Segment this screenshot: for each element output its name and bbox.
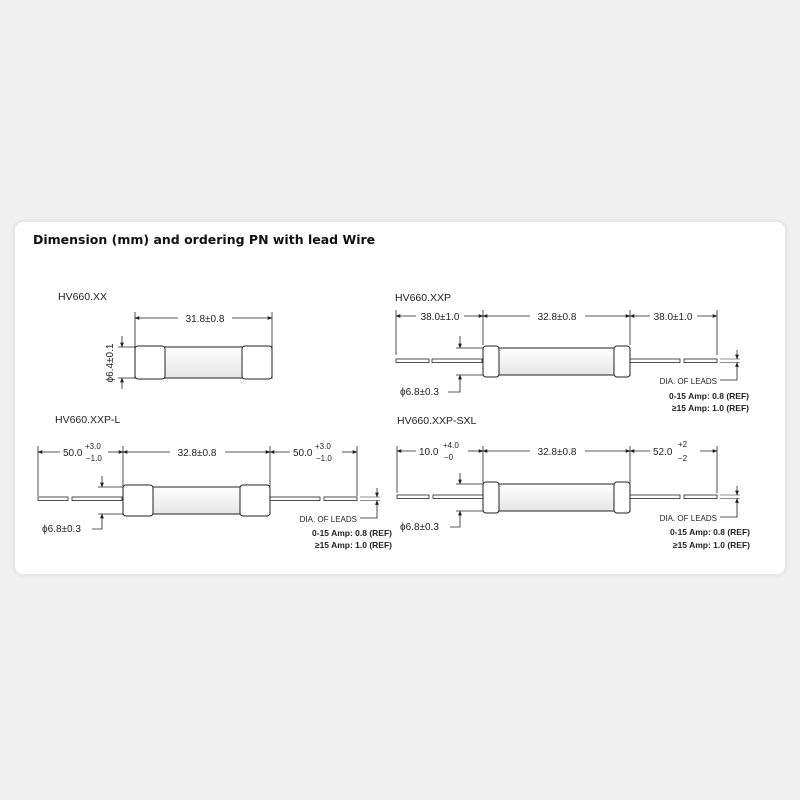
lead-left-plus: +4.0 [443,441,459,450]
diameter-label: ϕ6.8±0.3 [42,524,81,535]
end-cap-right [613,481,631,514]
part-number-label: HV660.XXP [395,292,451,304]
lead-wire-left [396,494,430,499]
end-cap-right [239,484,271,517]
body-length-label: 32.8±0.8 [178,448,217,459]
lead-left-minus: −0 [444,453,454,462]
card-title: Dimension (mm) and ordering PN with lead… [33,232,376,247]
dimension-line [448,374,462,393]
lead-wire-left [395,358,430,363]
lead-note-1: 0-15 Amp: 0.8 (REF) [312,528,392,538]
body-length-label: 32.8±0.8 [538,447,577,458]
end-cap-left [482,481,500,514]
drawing-hv660-xxp: HV660.XXP 38.0±1.0 32.8±0.8 38.0±1.0 ϕ6.… [395,292,749,413]
lead-left-plus: +3.0 [85,442,101,451]
lead-wire-left [37,496,69,501]
end-cap-right [241,345,273,380]
lead-note-title: DIA. OF LEADS [660,377,717,386]
end-cap-right [613,345,631,378]
part-number-label: HV660.XXP-SXL [397,415,477,427]
lead-left-minus: −1.0 [86,454,102,463]
lead-right-plus: +3.0 [315,442,331,451]
lead-wire-right [629,358,681,363]
fuse-body [482,483,631,512]
lead-note-1: 0-15 Amp: 0.8 (REF) [669,391,749,401]
lead-wire-right [683,358,718,363]
lead-left-base: 50.0 [63,448,83,459]
dimension-line [720,362,739,381]
lead-right-label: 38.0±1.0 [654,312,693,323]
lead-wire-right [683,494,718,499]
lead-note-title: DIA. OF LEADS [300,515,357,524]
drawing-hv660-xx: HV660.XX 31.8±0.8 ϕ6.4±0.1 [58,291,273,389]
dimension-line [92,513,104,530]
end-cap-left [122,484,154,517]
lead-right-minus: −1.0 [316,454,332,463]
lead-note-1: 0-15 Amp: 0.8 (REF) [670,527,750,537]
lead-wire-left [71,496,123,501]
lead-right-base: 50.0 [293,448,313,459]
lead-right-plus: +2 [678,440,688,449]
body-length-label: 32.8±0.8 [538,312,577,323]
body-length-label: 31.8±0.8 [186,314,225,325]
end-cap-left [482,345,500,378]
lead-wire-right [629,494,681,499]
diameter-label: ϕ6.8±0.3 [400,522,439,533]
lead-wire-left [431,358,483,363]
part-number-label: HV660.XXP-L [55,414,121,426]
lead-note-2: ≥15 Amp: 1.0 (REF) [673,540,750,550]
lead-left-base: 10.0 [419,447,439,458]
diameter-label: ϕ6.8±0.3 [400,387,439,398]
dimension-line [360,500,379,519]
drawing-hv660-xxp-l: HV660.XXP-L 50.0 +3.0 −1.0 32.8±0.8 50.0… [37,414,392,550]
lead-left-label: 38.0±1.0 [421,312,460,323]
diameter-label: ϕ6.4±0.1 [105,343,116,382]
lead-wire-right [269,496,321,501]
dimension-line [450,510,462,528]
part-number-label: HV660.XX [58,291,107,303]
lead-note-2: ≥15 Amp: 1.0 (REF) [315,540,392,550]
lead-note-2: ≥15 Amp: 1.0 (REF) [672,403,749,413]
dimension-line [720,498,739,518]
lead-right-minus: −2 [678,454,688,463]
lead-wire-right [323,496,358,501]
end-cap-left [134,345,166,380]
lead-note-title: DIA. OF LEADS [660,514,717,523]
drawing-hv660-xxp-sxl: HV660.XXP-SXL 10.0 +4.0 −0 32.8±0.8 52.0… [396,415,750,550]
fuse-body [482,347,631,376]
lead-right-base: 52.0 [653,447,673,458]
lead-wire-left [432,494,484,499]
